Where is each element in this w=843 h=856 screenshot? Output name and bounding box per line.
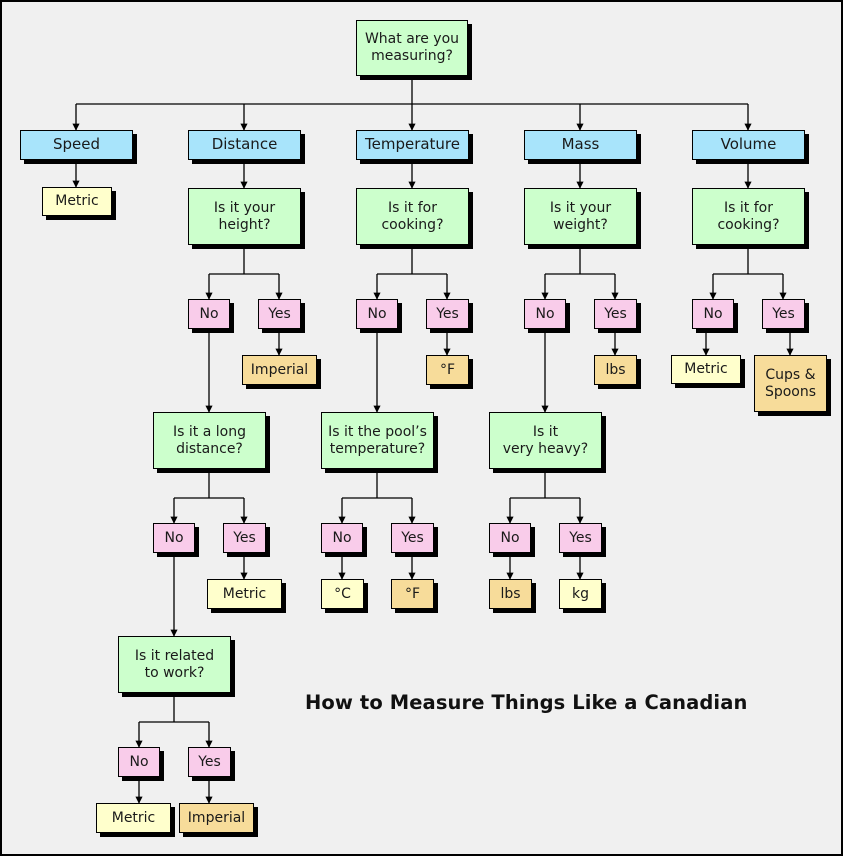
node-q-cook-vol[interactable]: Is it for cooking? (692, 188, 805, 245)
node-q-cook-temp[interactable]: Is it for cooking? (356, 188, 469, 245)
node-q-weight[interactable]: Is it your weight? (524, 188, 637, 245)
node-heavy-kg[interactable]: kg (559, 579, 602, 609)
node-height-imperial[interactable]: Imperial (242, 355, 317, 385)
node-work-no[interactable]: No (118, 747, 160, 777)
node-work-metric[interactable]: Metric (96, 803, 171, 833)
node-mass[interactable]: Mass (524, 130, 637, 160)
node-ctemp-f[interactable]: °F (426, 355, 469, 385)
node-height-no[interactable]: No (188, 299, 230, 329)
node-ctemp-no[interactable]: No (356, 299, 398, 329)
node-cvol-cups[interactable]: Cups & Spoons (754, 355, 827, 412)
node-weight-lbs[interactable]: lbs (594, 355, 637, 385)
node-distance[interactable]: Distance (188, 130, 301, 160)
node-work-yes[interactable]: Yes (188, 747, 231, 777)
node-height-yes[interactable]: Yes (258, 299, 301, 329)
node-temperature[interactable]: Temperature (356, 130, 469, 160)
node-heavy-no[interactable]: No (489, 523, 531, 553)
node-pool-yes[interactable]: Yes (391, 523, 434, 553)
node-speed[interactable]: Speed (20, 130, 133, 160)
node-long-metric[interactable]: Metric (207, 579, 282, 609)
node-q-work[interactable]: Is it related to work? (118, 636, 231, 693)
node-weight-yes[interactable]: Yes (594, 299, 637, 329)
node-long-no[interactable]: No (153, 523, 195, 553)
node-pool-c[interactable]: °C (321, 579, 364, 609)
node-pool-f[interactable]: °F (391, 579, 434, 609)
node-work-imperial[interactable]: Imperial (179, 803, 254, 833)
node-ctemp-yes[interactable]: Yes (426, 299, 469, 329)
node-q-height[interactable]: Is it your height? (188, 188, 301, 245)
node-pool-no[interactable]: No (321, 523, 363, 553)
node-long-yes[interactable]: Yes (223, 523, 266, 553)
node-weight-no[interactable]: No (524, 299, 566, 329)
node-root[interactable]: What are you measuring? (356, 20, 468, 76)
node-cvol-metric[interactable]: Metric (671, 355, 741, 384)
node-q-pool[interactable]: Is it the pool’s temperature? (321, 412, 434, 469)
node-heavy-lbs[interactable]: lbs (489, 579, 532, 609)
node-q-longdist[interactable]: Is it a long distance? (153, 412, 266, 469)
node-q-heavy[interactable]: Is it very heavy? (489, 412, 602, 469)
node-volume[interactable]: Volume (692, 130, 805, 160)
chart-title: How to Measure Things Like a Canadian (305, 691, 748, 714)
node-speed-metric[interactable]: Metric (42, 187, 112, 216)
node-cvol-yes[interactable]: Yes (762, 299, 805, 329)
node-cvol-no[interactable]: No (692, 299, 734, 329)
node-heavy-yes[interactable]: Yes (559, 523, 602, 553)
